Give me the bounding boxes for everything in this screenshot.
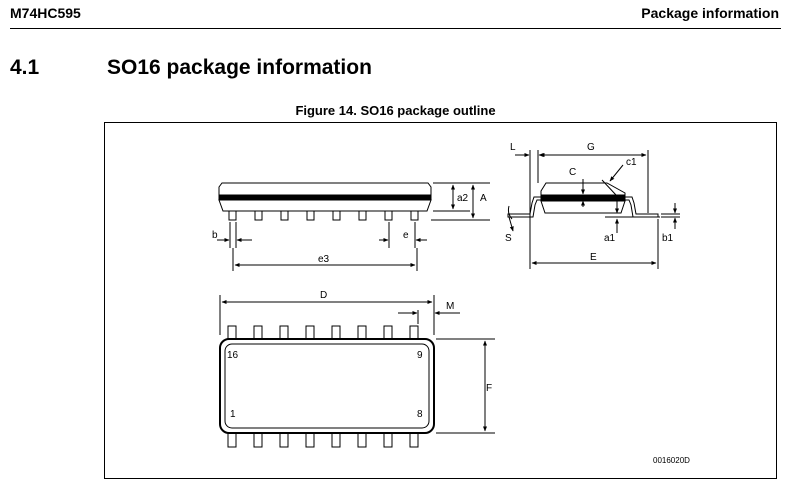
- figure-caption: Figure 14. SO16 package outline: [295, 103, 496, 118]
- dim-label-D: D: [320, 290, 327, 301]
- dim-label-G: G: [587, 142, 595, 153]
- section-number: 4.1: [10, 56, 40, 79]
- document-id: M74HC595: [10, 5, 81, 21]
- dim-label-c1: c1: [626, 157, 637, 168]
- end-view: [507, 150, 680, 269]
- package-outline-drawing: a2 A b e e3: [212, 142, 690, 465]
- dim-label-b: b: [212, 230, 218, 241]
- dim-label-F: F: [486, 383, 492, 394]
- pin-label-9: 9: [417, 350, 423, 361]
- dim-label-L: L: [510, 142, 516, 153]
- dim-label-b1: b1: [662, 233, 674, 244]
- top-view-upper-pins: [227, 325, 419, 341]
- dim-label-a2: a2: [457, 193, 469, 204]
- pin-label-16: 16: [227, 350, 239, 361]
- figure-code: 0016020D: [653, 456, 690, 465]
- package-outline-figure: a2 A b e e3: [104, 122, 777, 479]
- side-view-leads: [228, 210, 419, 221]
- side-view: [217, 182, 490, 271]
- header-rule: [10, 28, 781, 29]
- pin-label-1: 1: [230, 409, 236, 420]
- pin-label-8: 8: [417, 409, 423, 420]
- dim-label-S: S: [505, 233, 512, 244]
- dim-label-E: E: [590, 252, 597, 263]
- dim-label-e3: e3: [318, 254, 330, 265]
- dim-label-M: M: [446, 301, 454, 312]
- dim-label-a1: a1: [604, 233, 616, 244]
- top-view: [219, 295, 495, 448]
- section-title: SO16 package information: [107, 56, 372, 79]
- section-header-name: Package information: [641, 5, 779, 21]
- top-view-lower-pins: [227, 431, 419, 448]
- dim-label-A: A: [480, 193, 487, 204]
- dim-label-C: C: [569, 167, 576, 178]
- dim-label-e: e: [403, 230, 409, 241]
